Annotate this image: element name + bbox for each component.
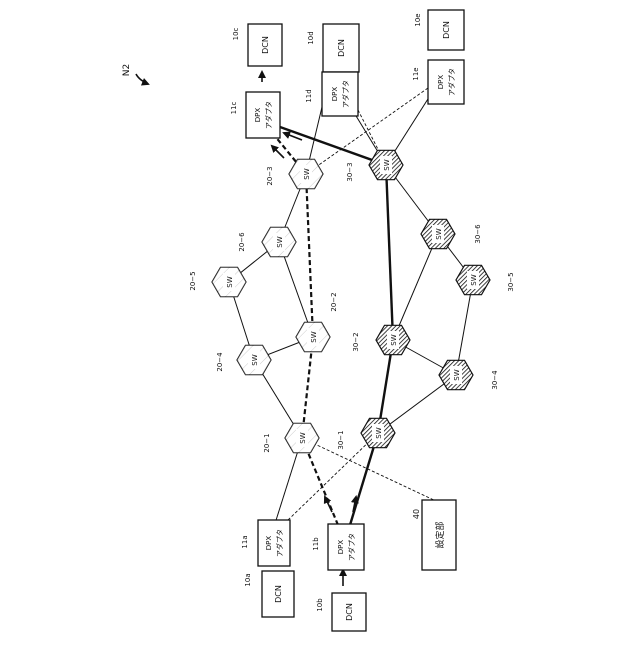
switch-ref-label: 20−3 — [266, 166, 274, 185]
switch-20-6: SW 20−6 — [238, 227, 296, 256]
dcn-ref-label: 10c — [232, 27, 240, 40]
adapter-text: アダプタ — [264, 101, 273, 129]
dpx-text: DPX — [331, 87, 339, 102]
switch-layer: SW20−1SW20−2SW20−3SW20−4SW20−5SW20−6SW30… — [189, 150, 515, 452]
switch-20-2: SW 20−2 — [296, 292, 338, 351]
switch-20-5: SW 20−5 — [189, 267, 246, 296]
switch-ref-label: 30−1 — [337, 430, 345, 449]
switch-ref-label: 30−3 — [346, 162, 354, 181]
dcn-ref-label: 10a — [244, 573, 252, 586]
figure-pointer-arrow — [136, 74, 148, 84]
switch-ref-label: 20−1 — [263, 433, 271, 452]
dpx-adapter-11c: DPXアダプタ 11c — [230, 92, 280, 138]
controller-text: 設定部 — [434, 521, 446, 548]
dcn-ref-label: 10d — [307, 31, 315, 44]
switch-ref-label: 20−4 — [216, 352, 224, 372]
switch-text: SW — [375, 427, 383, 438]
switch-20-3: SW 20−3 — [266, 159, 323, 188]
switch-text: SW — [299, 432, 307, 443]
switch-ref-label: 30−6 — [474, 224, 482, 244]
adapter-text: アダプタ — [447, 68, 456, 96]
dcn-10c: DCN 10c — [232, 24, 282, 66]
dcn-ref-label: 10e — [414, 13, 422, 26]
dcn-10a: DCN 10a — [244, 571, 294, 617]
dcn-ref-label: 10b — [316, 598, 324, 612]
links-dashed — [280, 88, 438, 520]
dpx-adapter-11e: DPXアダプタ 11e — [412, 60, 464, 104]
adapter-ref-label: 11e — [412, 67, 420, 80]
switch-30-4: SW 30−4 — [439, 360, 499, 389]
links-thin — [229, 80, 473, 533]
switch-text: SW — [453, 369, 461, 380]
link-30-3-11c — [280, 127, 386, 165]
dcn-text: DCN — [345, 603, 354, 621]
switch-text: SW — [276, 236, 284, 247]
switch-ref-label: 30−4 — [491, 370, 499, 390]
dcn-text: DCN — [274, 585, 283, 603]
switch-30-2: SW 30−2 — [352, 325, 410, 354]
dcn-text: DCN — [442, 21, 451, 39]
dcn-text: DCN — [261, 36, 270, 54]
switch-text: SW — [251, 354, 259, 365]
adapter-text: アダプタ — [341, 80, 350, 108]
dpx-adapter-11b: DPXアダプタ 11b — [312, 524, 364, 570]
switch-20-4: SW 20−4 — [216, 345, 271, 374]
switch-text: SW — [470, 274, 478, 285]
adapter-ref-label: 11b — [312, 537, 320, 551]
dpx-text: DPX — [437, 75, 445, 90]
adapter-ref-label: 11d — [305, 89, 313, 102]
dcn-text: DCN — [337, 39, 346, 57]
switch-ref-label: 20−6 — [238, 232, 246, 252]
controller-box: 設定部 — [422, 500, 456, 570]
adapter-text: アダプタ — [347, 533, 356, 561]
adapter-text: アダプタ — [275, 529, 284, 557]
arrow-into-11c-dashed — [272, 146, 284, 158]
switch-30-1: SW 30−1 — [337, 418, 395, 449]
dpx-text: DPX — [265, 536, 273, 551]
switch-30-5: SW 30−5 — [456, 265, 515, 294]
switch-ref-label: 30−2 — [352, 332, 360, 351]
switch-20-1: SW 20−1 — [263, 423, 319, 452]
adapter-layer: DPXアダプタ11aDPXアダプタ11bDPXアダプタ11cDPXアダプタ11d… — [230, 60, 464, 570]
dpx-adapter-11a: DPXアダプタ 11a — [241, 520, 290, 566]
dpx-text: DPX — [254, 108, 262, 123]
switch-text: SW — [310, 331, 318, 342]
switch-30-6: SW 30−6 — [421, 219, 482, 248]
link-30-6-30-2 — [393, 234, 438, 340]
switch-ref-label: 20−2 — [330, 292, 338, 311]
switch-ref-label: 30−5 — [507, 272, 515, 291]
switch-ref-label: 20−5 — [189, 271, 197, 290]
switch-text: SW — [303, 168, 311, 179]
dpx-text: DPX — [337, 540, 345, 555]
switch-text: SW — [226, 276, 234, 287]
link-30-2-30-3 — [386, 165, 393, 340]
adapter-ref-label: 11a — [241, 535, 249, 548]
link-20-2-20-3 — [306, 174, 313, 337]
dpx-adapter-11d: DPXアダプタ 11d — [305, 72, 358, 116]
adapter-ref-label: 11c — [230, 101, 238, 114]
switch-text: SW — [383, 159, 391, 170]
figure-id-label: N2 — [122, 64, 132, 76]
dcn-10e: DCN 10e — [414, 10, 464, 50]
switch-text: SW — [435, 228, 443, 239]
controller-ref-label: 40 — [412, 509, 421, 519]
dcn-10b: DCN 10b — [316, 593, 366, 631]
switch-text: SW — [390, 334, 398, 345]
dcn-10d: DCN 10d — [307, 24, 359, 72]
